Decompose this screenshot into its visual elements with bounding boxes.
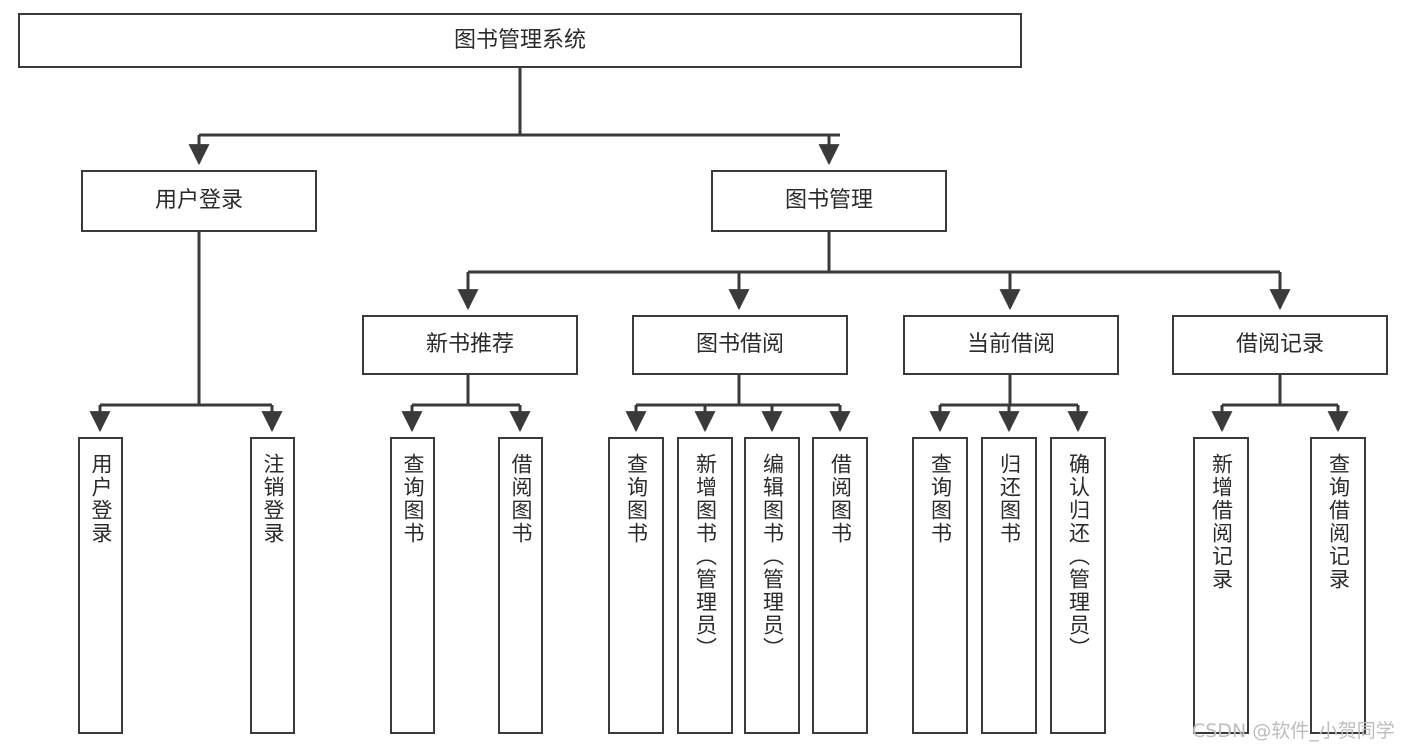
leaf-current-query-book[interactable]: 查询图书 [912, 437, 968, 734]
node-label: 当前借阅 [966, 332, 1055, 358]
leaf-user-login-signout[interactable]: 注销登录 [250, 437, 295, 734]
node-user-login[interactable]: 用户登录 [81, 170, 317, 232]
node-label: 借阅图书 [828, 453, 853, 545]
leaf-new-book-query[interactable]: 查询图书 [390, 437, 435, 734]
node-label: 编辑图书（管理员） [760, 453, 785, 660]
node-borrow-record[interactable]: 借阅记录 [1172, 315, 1388, 375]
leaf-borrow-query-book[interactable]: 查询图书 [608, 437, 664, 734]
node-label: 借阅图书 [509, 453, 533, 545]
node-current-borrow[interactable]: 当前借阅 [903, 315, 1119, 375]
node-label: 查询图书 [624, 453, 649, 545]
node-label: 新书推荐 [425, 332, 514, 358]
node-label: 用户登录 [89, 453, 113, 545]
leaf-borrow-edit-book[interactable]: 编辑图书（管理员） [744, 437, 800, 734]
node-label: 确认归还（管理员） [1066, 453, 1091, 660]
leaf-current-confirm-return[interactable]: 确认归还（管理员） [1050, 437, 1106, 734]
node-label: 查询图书 [928, 453, 953, 545]
node-label: 新增借阅记录 [1209, 453, 1234, 591]
leaf-user-login-signin[interactable]: 用户登录 [78, 437, 123, 734]
node-label: 图书借阅 [695, 332, 784, 358]
node-label: 图书管理 [784, 188, 873, 214]
node-book-management[interactable]: 图书管理 [711, 170, 947, 232]
leaf-current-return-book[interactable]: 归还图书 [981, 437, 1037, 734]
node-root-system[interactable]: 图书管理系统 [18, 13, 1022, 68]
node-label: 图书管理系统 [453, 27, 586, 53]
leaf-new-book-borrow[interactable]: 借阅图书 [498, 437, 543, 734]
node-label: 用户登录 [154, 188, 243, 214]
leaf-borrow-borrow-book[interactable]: 借阅图书 [812, 437, 868, 734]
node-label: 查询借阅记录 [1326, 453, 1351, 591]
node-label: 注销登录 [261, 453, 285, 545]
node-label: 查询图书 [401, 453, 425, 545]
node-label: 归还图书 [997, 453, 1022, 545]
leaf-record-query[interactable]: 查询借阅记录 [1310, 437, 1366, 734]
node-label: 借阅记录 [1235, 332, 1324, 358]
leaf-record-add[interactable]: 新增借阅记录 [1193, 437, 1249, 734]
node-book-borrow[interactable]: 图书借阅 [632, 315, 848, 375]
node-label: 新增图书（管理员） [693, 453, 718, 660]
node-new-book-recommendation[interactable]: 新书推荐 [362, 315, 578, 375]
leaf-borrow-add-book[interactable]: 新增图书（管理员） [677, 437, 733, 734]
